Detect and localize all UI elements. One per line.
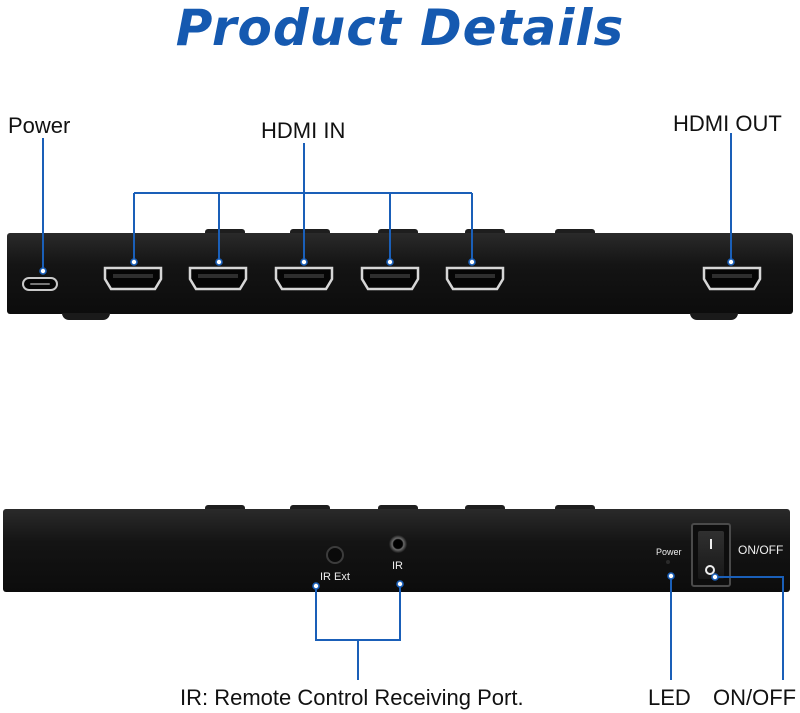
- rocker: [698, 531, 724, 579]
- rubber-foot: [62, 313, 110, 320]
- top-bump: [205, 505, 245, 510]
- power-led-label: Power: [656, 547, 682, 557]
- top-bump: [378, 229, 418, 234]
- top-bump: [465, 505, 505, 510]
- top-bump: [290, 229, 330, 234]
- usb-c-power-port: [22, 277, 58, 291]
- ir-ext-panel-label: IR Ext: [320, 571, 350, 583]
- top-bump: [465, 229, 505, 234]
- ir-caption: IR: Remote Control Receiving Port.: [180, 685, 524, 710]
- rubber-foot: [690, 313, 738, 320]
- hdmi-in-port-1: [103, 266, 163, 291]
- power-led: [666, 560, 670, 564]
- page-title: Product Details: [175, 0, 625, 57]
- ir-receiver: [389, 535, 407, 553]
- on-off-caption: ON/OFF: [713, 685, 797, 710]
- power-rocker-switch: [691, 523, 731, 587]
- top-bump: [555, 505, 595, 510]
- hdmi-in-port-4: [360, 266, 420, 291]
- off-mark-icon: [705, 565, 715, 575]
- hdmi-in-port-5: [445, 266, 505, 291]
- led-caption: LED: [648, 685, 691, 710]
- on-off-panel-label: ON/OFF: [738, 543, 784, 557]
- hdmi-out-port: [702, 266, 762, 291]
- hdmi-in-port-3: [274, 266, 334, 291]
- ir-panel-label: IR: [392, 560, 403, 572]
- on-mark-icon: [710, 539, 712, 549]
- top-bump: [555, 229, 595, 234]
- hdmi-in-label: HDMI IN: [261, 118, 346, 143]
- power-label: Power: [8, 113, 71, 138]
- top-bump: [205, 229, 245, 234]
- ir-ext-jack: [326, 546, 344, 564]
- hdmi-out-label: HDMI OUT: [673, 111, 782, 136]
- hdmi-in-port-2: [188, 266, 248, 291]
- top-bump: [290, 505, 330, 510]
- top-bump: [378, 505, 418, 510]
